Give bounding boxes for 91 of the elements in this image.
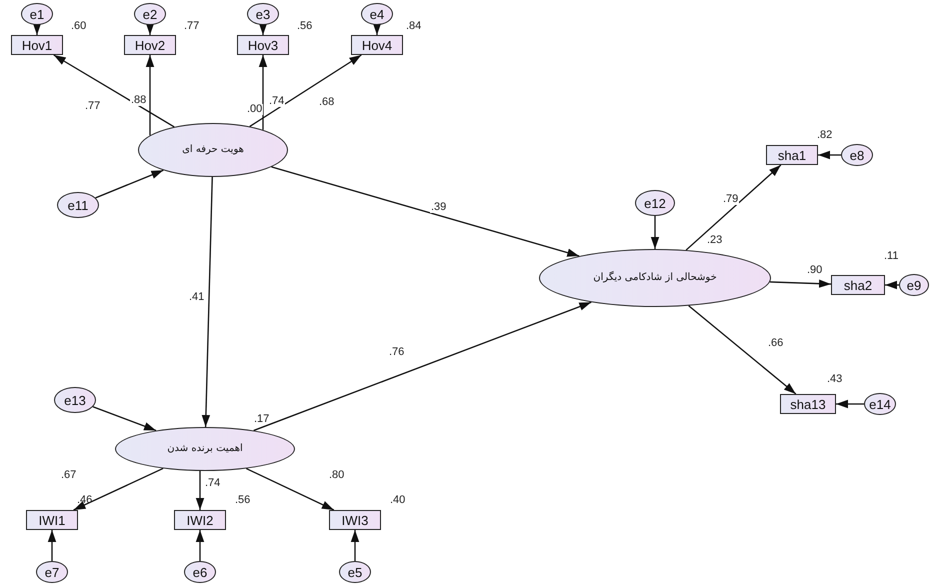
error-term-circle [841, 144, 873, 166]
error-term-circle [57, 192, 99, 218]
squared-multiple-correlation: .40 [390, 495, 406, 506]
path-coefficient: .88 [130, 95, 148, 106]
error-term-circle [635, 190, 675, 216]
error-term-circle [899, 274, 929, 296]
arrow [271, 166, 580, 257]
variable-name: خوشحالی از شادکامی دیگران [593, 273, 717, 283]
arrow [196, 470, 204, 510]
arrow [770, 279, 832, 288]
arrow [32, 23, 42, 35]
arrow [73, 468, 164, 511]
arrow [688, 305, 796, 394]
variable-label: Hov1 [22, 38, 52, 52]
arrow [146, 23, 154, 35]
path-coefficient: .74 [268, 96, 286, 107]
variable-label: IWI1 [38, 514, 66, 526]
path-coefficient: .41 [188, 292, 206, 303]
error-term-circle [247, 3, 279, 25]
arrow [196, 530, 204, 561]
squared-multiple-correlation: .23 [707, 235, 722, 246]
squared-multiple-correlation: .43 [827, 374, 842, 385]
arrow [53, 54, 175, 128]
variable-label: Hov2 [134, 38, 166, 52]
arrow [249, 54, 362, 128]
path-coefficient: .67 [60, 470, 78, 481]
error-term-circle [54, 387, 96, 413]
path-coefficient: .76 [388, 347, 406, 358]
arrow [885, 280, 899, 290]
path-coefficient: .80 [328, 470, 346, 481]
arrow [258, 55, 268, 130]
arrow [258, 23, 268, 35]
error-term-circle [361, 3, 393, 25]
arrow [686, 164, 782, 251]
error-term-circle [184, 561, 216, 583]
variable-label: e14 [869, 398, 891, 410]
squared-multiple-correlation: .56 [235, 495, 250, 506]
variable-label: sha13 [790, 398, 826, 410]
variable-label: e11 [68, 198, 88, 212]
arrow [372, 23, 382, 35]
variable-label: e2 [142, 8, 158, 20]
variable-label: IWI3 [342, 514, 368, 526]
variable-label: e12 [644, 196, 666, 210]
variable-label: Hov3 [248, 38, 278, 52]
variable-label: Hov4 [362, 38, 392, 52]
squared-multiple-correlation: .77 [184, 21, 200, 32]
path-coefficient: .39 [430, 202, 448, 213]
squared-multiple-correlation: .82 [817, 130, 832, 141]
variable-label: IWI2 [186, 514, 214, 526]
variable-label: e3 [256, 8, 270, 20]
path-coefficient: .77 [84, 101, 102, 112]
arrow [836, 400, 864, 408]
error-term-circle [134, 3, 166, 25]
coefficient-label: .00 [246, 104, 264, 115]
path-coefficient: .79 [722, 194, 740, 205]
variable-label: e7 [44, 566, 60, 578]
variable-name: اهمیت برنده شدن [167, 444, 243, 454]
arrow [350, 530, 360, 561]
arrow [253, 302, 592, 432]
arrow [818, 150, 841, 160]
arrow [650, 216, 660, 249]
error-term-circle [864, 393, 896, 415]
squared-multiple-correlation: .56 [297, 21, 312, 32]
variable-label: sha1 [778, 148, 806, 162]
variable-label: e8 [850, 148, 864, 162]
variable-label: e13 [64, 394, 86, 406]
arrow [246, 468, 334, 511]
path-coefficient: .90 [806, 265, 824, 276]
variable-label: sha2 [844, 278, 872, 292]
variable-label: e5 [348, 566, 362, 578]
variable-label: e1 [30, 8, 44, 20]
variable-label: e9 [906, 278, 922, 292]
arrow [202, 176, 213, 428]
arrow [48, 530, 56, 561]
path-coefficient: .66 [767, 338, 784, 349]
squared-multiple-correlation: .60 [71, 21, 86, 32]
path-coefficient: .74 [204, 478, 222, 489]
path-coefficient: .68 [318, 97, 336, 108]
arrow [146, 55, 154, 136]
error-term-circle [21, 3, 53, 25]
squared-multiple-correlation: .11 [884, 251, 898, 262]
error-term-circle [339, 561, 371, 583]
variable-label: e4 [370, 8, 384, 20]
variable-name: هویت حرفه ای [182, 145, 244, 155]
squared-multiple-correlation: .17 [254, 414, 270, 425]
arrow [92, 406, 156, 432]
error-term-circle [36, 561, 68, 583]
squared-multiple-correlation: .84 [406, 21, 422, 32]
arrow [95, 170, 164, 198]
squared-multiple-correlation: .46 [77, 495, 92, 506]
variable-label: e6 [192, 566, 208, 578]
